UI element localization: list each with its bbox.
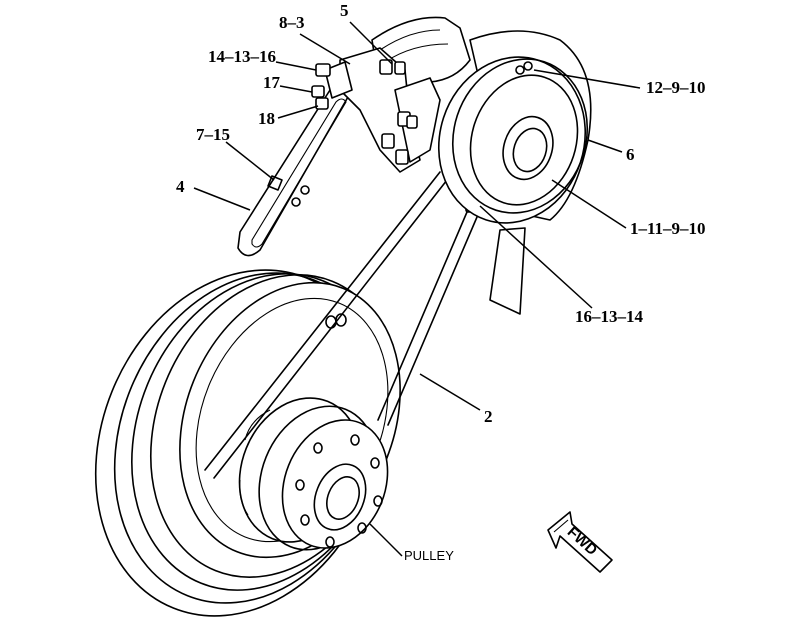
callout-4: 4 [176, 177, 185, 196]
leader-1-11-9-10 [551, 179, 627, 229]
alternator-pulley [437, 56, 589, 224]
leader-7-15 [225, 141, 275, 181]
leader-lines [193, 21, 641, 557]
callout-1-11-9-10: 1–11–9–10 [630, 219, 706, 238]
crankshaft-pulley [94, 269, 401, 617]
callout-labels: 8–3 5 14–13–16 17 18 7–15 4 12–9–10 6 1–… [176, 1, 706, 563]
drive-belt [204, 171, 481, 479]
forward-direction-arrow: FWD [547, 511, 613, 573]
leader-16-13-14 [479, 205, 593, 309]
leader-pulley [369, 523, 403, 557]
leader-6 [587, 139, 623, 153]
leader-12-9-10 [533, 69, 641, 89]
callout-6: 6 [626, 145, 635, 164]
leader-17 [279, 85, 313, 93]
callout-5: 5 [340, 1, 349, 20]
callout-7-15: 7–15 [196, 125, 230, 144]
leader-8-3 [299, 33, 351, 65]
callout-16-13-14: 16–13–14 [575, 307, 644, 326]
leader-18 [277, 105, 319, 119]
callout-8-3: 8–3 [279, 13, 305, 32]
leader-14-13-16 [275, 61, 317, 71]
callout-2: 2 [484, 407, 493, 426]
leader-5 [349, 21, 393, 65]
leader-4 [193, 187, 251, 211]
callout-17: 17 [263, 73, 281, 92]
callout-pulley: PULLEY [404, 548, 454, 563]
callout-14-13-16: 14–13–16 [208, 47, 276, 66]
callout-12-9-10: 12–9–10 [646, 78, 706, 97]
callout-18: 18 [258, 109, 275, 128]
adjusting-arm [237, 83, 353, 257]
leader-2 [419, 373, 481, 411]
